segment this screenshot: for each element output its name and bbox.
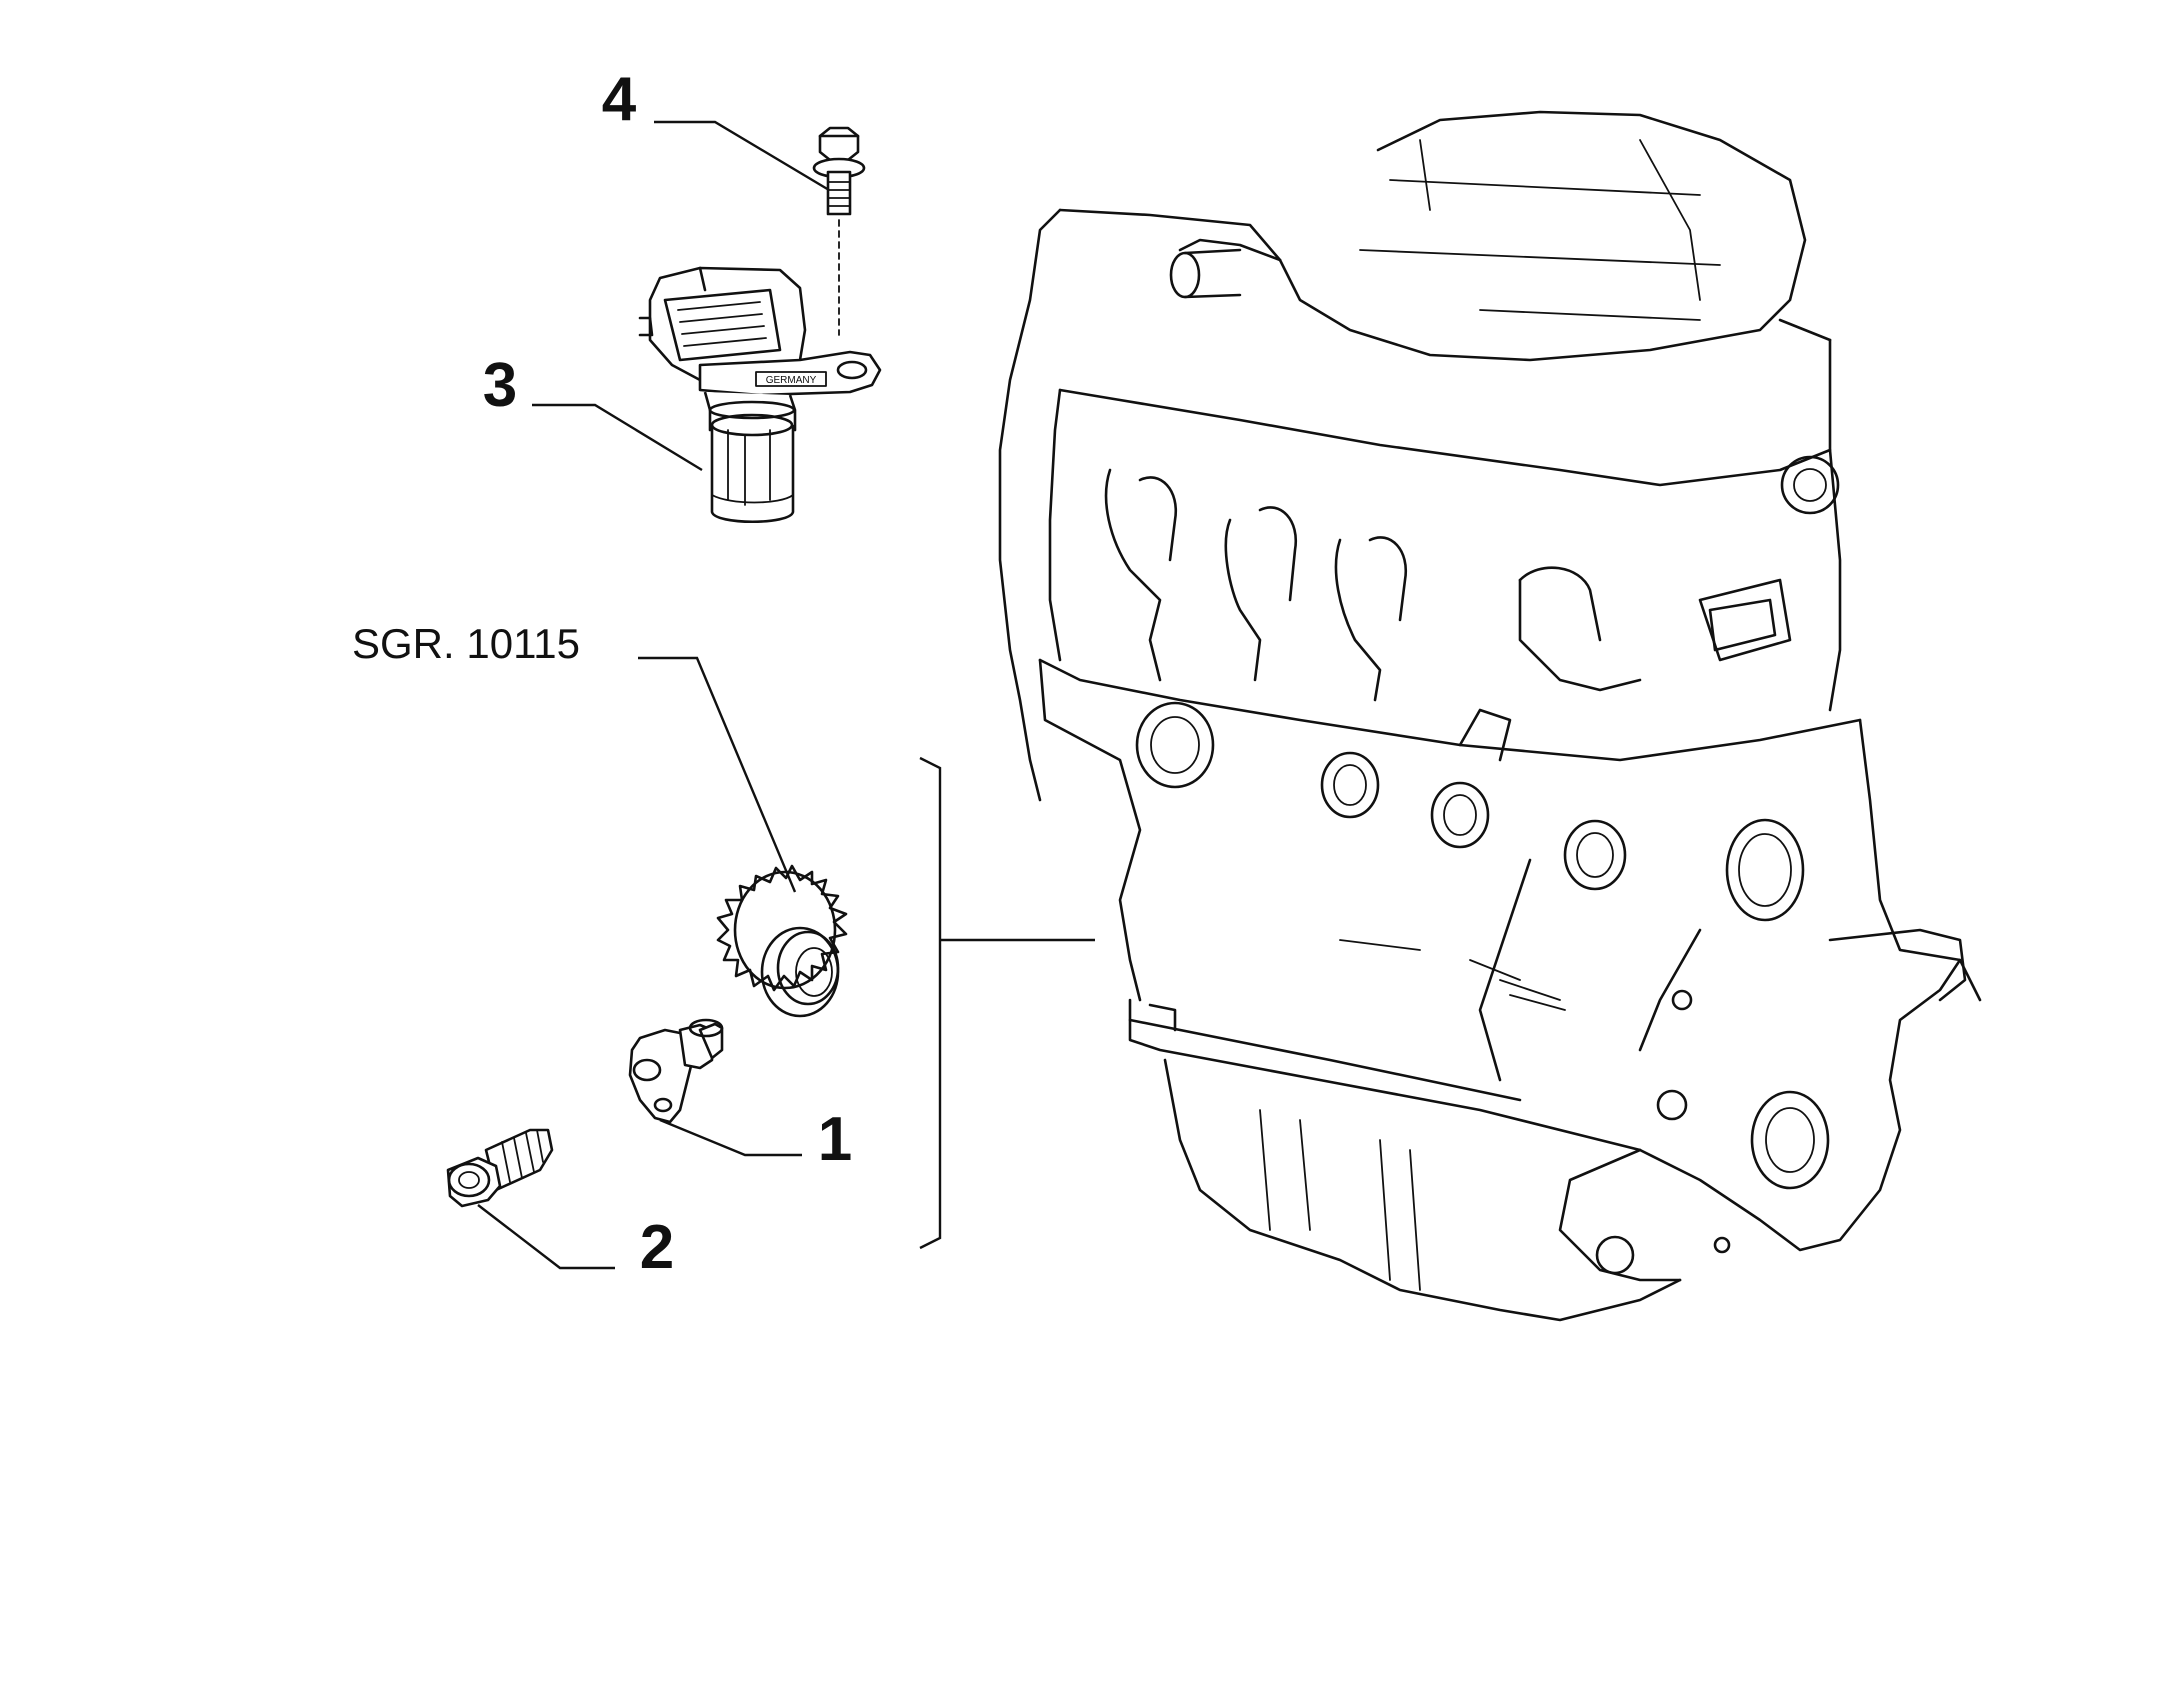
- callout-number-1: 1: [818, 1105, 852, 1174]
- callout-number-2: 2: [640, 1213, 674, 1282]
- leader-line-2: [477, 1204, 615, 1270]
- part-1-crankshaft-sensor[interactable]: [628, 1018, 724, 1124]
- leader-line-3: [532, 403, 703, 472]
- leader-line-1: [659, 1118, 802, 1157]
- leader-line-sgr: [638, 656, 797, 893]
- sensor-marking-text: GERMANY: [766, 375, 817, 386]
- callout-number-4: 4: [602, 65, 637, 134]
- leader-line-4: [654, 120, 830, 192]
- part-3-camshaft-sensor[interactable]: GERMANY: [638, 266, 882, 523]
- timing-gear[interactable]: [716, 864, 848, 1018]
- reference-label: SGR. 10115: [352, 620, 580, 667]
- part-4-bolt[interactable]: [812, 126, 866, 336]
- assembly-bracket: [919, 756, 942, 1250]
- part-2-socket-bolt[interactable]: [446, 1128, 554, 1208]
- engine-block-illustration: [998, 110, 1982, 1322]
- callout-number-3: 3: [483, 351, 517, 420]
